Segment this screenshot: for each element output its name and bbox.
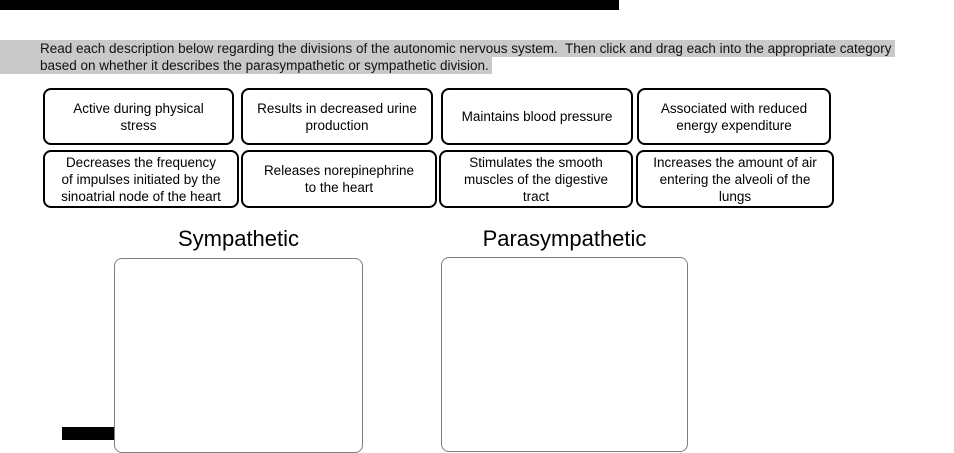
card-label: Results in decreased urine production [257, 100, 417, 133]
card-label: Decreases the frequency of impulses init… [61, 154, 221, 204]
instructions: Read each description below regarding th… [0, 40, 895, 74]
card-label: Maintains blood pressure [461, 109, 613, 124]
card-label: Releases norepinephrine to the heart [263, 163, 415, 195]
card-label: Associated with reduced energy expenditu… [660, 100, 808, 133]
sympathetic-drop-zone[interactable] [114, 258, 363, 453]
parasympathetic-heading: Parasympathetic [482, 226, 647, 251]
card-stimulates-digestive-muscles[interactable]: Stimulates the smooth muscles of the dig… [439, 150, 633, 208]
top-black-bar [0, 0, 619, 10]
instruction-line-1: Read each description below regarding th… [0, 40, 895, 57]
card-label: Active during physical stress [73, 100, 204, 133]
instruction-line-2: based on whether it describes the parasy… [0, 57, 492, 74]
card-decreases-sinoatrial-impulses[interactable]: Decreases the frequency of impulses init… [43, 150, 239, 208]
card-increases-air-to-alveoli[interactable]: Increases the amount of air entering the… [636, 150, 834, 208]
parasympathetic-drop-zone[interactable] [441, 257, 688, 452]
sympathetic-heading: Sympathetic [177, 226, 300, 251]
card-releases-norepinephrine[interactable]: Releases norepinephrine to the heart [241, 150, 437, 208]
card-reduced-energy-expenditure[interactable]: Associated with reduced energy expenditu… [637, 88, 831, 145]
bottom-black-fragment [62, 427, 114, 440]
card-label: Increases the amount of air entering the… [653, 154, 817, 204]
card-maintains-blood-pressure[interactable]: Maintains blood pressure [441, 88, 633, 145]
card-active-during-physical-stress[interactable]: Active during physical stress [43, 88, 234, 145]
card-decreased-urine-production[interactable]: Results in decreased urine production [241, 88, 433, 145]
card-label: Stimulates the smooth muscles of the dig… [463, 154, 609, 204]
